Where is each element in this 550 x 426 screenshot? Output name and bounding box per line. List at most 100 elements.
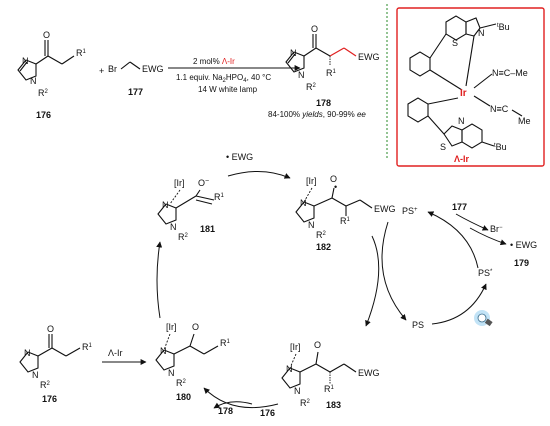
lamp-icon <box>474 310 493 327</box>
ps-star: PS* <box>478 268 493 278</box>
r2-183: R2 <box>300 398 311 408</box>
r1-label: R1 <box>76 48 87 58</box>
reaction-conditions: 2 mol% Λ-Ir 1.1 equiv. Na2HPO4, 40 °C 14… <box>168 57 301 94</box>
n2-183: N <box>294 386 301 396</box>
arrow-182-to-183 <box>365 235 380 327</box>
o-183: O <box>314 340 321 350</box>
o-176b: O <box>47 324 54 334</box>
plus-sign: + <box>99 66 104 76</box>
r2-label: R2 <box>38 88 49 98</box>
catalyst-loading: 2 mol% Λ-Ir <box>193 57 235 66</box>
compound-label-176: 176 <box>36 110 51 120</box>
n-181: N <box>162 200 169 210</box>
nitrile-2: N≡C <box>490 104 509 114</box>
product-carbonyl-o: O <box>311 24 318 34</box>
compound-176-top: O N N R1 R2 176 <box>17 30 87 120</box>
compound-label-181: 181 <box>200 224 215 234</box>
intermediate-183: [Ir] O EWG R1 N N R2 183 <box>281 340 380 410</box>
n-bottom: N <box>458 116 465 126</box>
ir-180: [Ir] <box>166 322 177 332</box>
ewg-radical-right: • EWG <box>510 240 537 250</box>
o-minus-181: O− <box>198 178 209 188</box>
r2-176b: R2 <box>40 380 51 390</box>
arrow-to-radical <box>469 227 507 246</box>
carbonyl-o: O <box>43 30 50 40</box>
product-ring-n: N <box>290 48 297 58</box>
arrow-178-out <box>213 401 253 409</box>
s-bottom: S <box>440 142 446 152</box>
r1-181: R1 <box>214 192 225 202</box>
s-top: S <box>452 38 458 48</box>
r1-180: R1 <box>220 338 231 348</box>
tbu-bottom: tBu <box>494 142 507 152</box>
arrow-183-to-180 <box>203 387 279 409</box>
nitrile-1: N≡C–Me <box>492 68 528 78</box>
n-182: N <box>300 198 307 208</box>
product-r1: R1 <box>326 68 337 78</box>
r2-180: R2 <box>176 378 187 388</box>
ir-183: [Ir] <box>290 342 301 352</box>
catalyst-box: S N tBu Ir N≡C–Me N≡C Me S N tBu Λ-Ir <box>396 7 545 167</box>
yield-ee-text: 84-100% yields, 90-99% ee <box>268 110 366 119</box>
compound-label-178-cycle: 178 <box>218 406 233 416</box>
ewg-182: EWG <box>374 204 396 214</box>
n-top: N <box>478 28 485 38</box>
tbu-top: tBu <box>497 22 510 32</box>
ps-ground: PS <box>412 320 424 330</box>
intermediate-182: [Ir] O • EWG R1 N N R2 182 <box>295 174 396 252</box>
ps-plus-top: PS+ <box>402 206 418 216</box>
ir-181: [Ir] <box>174 178 185 188</box>
o-radical-182: • <box>334 182 337 192</box>
n2-180: N <box>168 368 175 378</box>
n-183: N <box>286 364 293 374</box>
compound-176-bottom: O R1 N N R2 176 <box>19 324 93 404</box>
arrow-181-to-182 <box>227 170 291 179</box>
intermediate-180: [Ir] O R1 N N R2 180 <box>155 322 231 402</box>
ewg-radical: • EWG <box>226 152 253 162</box>
compound-label-182: 182 <box>316 242 331 252</box>
compound-label-183: 183 <box>326 400 341 410</box>
r1-176b: R1 <box>82 342 93 352</box>
ewg-183: EWG <box>358 368 380 378</box>
compound-label-178: 178 <box>316 98 331 108</box>
product-ring-n-2: N <box>298 70 305 80</box>
br-minus: Br− <box>490 224 503 234</box>
compound-178-top: O N N R1 R2 EWG 178 <box>285 24 380 108</box>
catalyst-caption: Λ-Ir <box>454 154 470 164</box>
r2-182: R2 <box>316 230 327 240</box>
catalyst-step-label: Λ-Ir <box>108 348 123 358</box>
arrow-psstar-to-psplus <box>427 211 479 269</box>
arrow-180-to-181 <box>156 241 163 319</box>
n2-182: N <box>308 220 315 230</box>
ir-182: [Ir] <box>306 176 317 186</box>
arrow-177-to-br <box>455 213 489 231</box>
arrow-psplus-to-ps <box>381 221 407 321</box>
ewg-label: EWG <box>142 64 164 74</box>
ir-center: Ir <box>460 88 467 99</box>
compound-177-top: Br EWG 177 <box>108 61 164 97</box>
bromide-label: Br <box>108 64 117 74</box>
nitrile-2-me: Me <box>518 116 531 126</box>
compound-label-180: 180 <box>176 392 191 402</box>
o-182: O <box>330 174 337 184</box>
compound-label-177-cycle: 177 <box>452 202 467 212</box>
r1-183: R1 <box>324 384 335 394</box>
r1-182: R1 <box>340 216 351 226</box>
n-176b: N <box>24 348 31 358</box>
compound-label-179: 179 <box>514 258 529 268</box>
ring-n-2: N <box>30 76 37 86</box>
compound-label-176-bottom: 176 <box>42 394 57 404</box>
compound-label-177: 177 <box>128 87 143 97</box>
o-180: O <box>192 322 199 332</box>
compound-label-176-cycle: 176 <box>260 408 275 418</box>
arrow-ps-to-psstar <box>431 283 487 325</box>
intermediate-181: [Ir] O− R1 N N R2 181 <box>157 178 225 242</box>
base-condition: 1.1 equiv. Na2HPO4, 40 °C <box>176 73 271 84</box>
n-180: N <box>160 346 167 356</box>
n2-181: N <box>170 222 177 232</box>
product-ewg: EWG <box>358 52 380 62</box>
r2-181: R2 <box>178 232 189 242</box>
light-condition: 14 W white lamp <box>198 85 258 94</box>
ring-n: N <box>22 56 29 66</box>
